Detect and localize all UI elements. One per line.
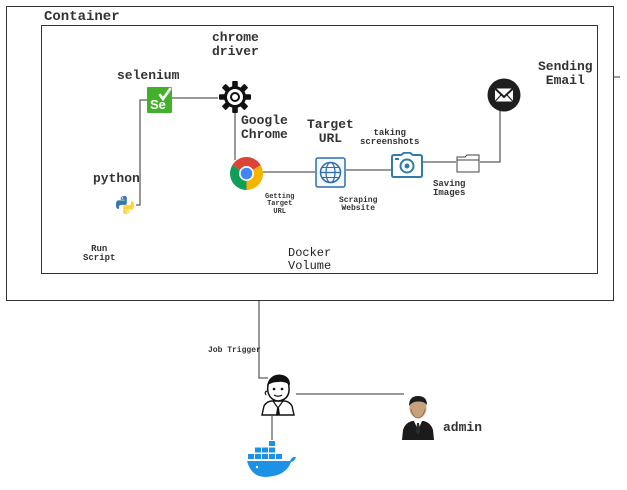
sending-email-label: Sending Email <box>538 59 593 88</box>
container-title: Container <box>44 9 120 25</box>
selenium-icon: Se <box>147 87 172 113</box>
scraping-website-label: Scraping Website <box>339 196 378 214</box>
target-url-label: Target URL <box>307 117 354 146</box>
chromedriver-label: chrome driver <box>212 30 259 59</box>
camera-icon <box>391 151 423 178</box>
taking-screenshots-label: taking screenshots <box>360 128 420 148</box>
chrome-label: Google Chrome <box>241 113 288 142</box>
selenium-label: selenium <box>117 68 180 83</box>
admin-label: admin <box>443 420 483 435</box>
connector-folder-email <box>480 110 501 163</box>
python-icon <box>115 195 135 215</box>
docker-volume-label: Docker Volume <box>288 246 332 273</box>
job-trigger-label: Job Trigger <box>208 346 261 355</box>
jenkins-icon <box>258 372 298 416</box>
docker-icon <box>246 440 298 478</box>
connector-jenkins-container <box>258 301 268 379</box>
email-icon <box>487 78 521 112</box>
connector-python-selenium <box>136 99 148 206</box>
run-script-label: Run Script <box>83 244 116 264</box>
folder-icon <box>456 154 480 173</box>
admin-avatar-icon <box>400 394 436 440</box>
chrome-icon <box>230 157 263 190</box>
docker-volume-frame <box>41 25 598 274</box>
outer-container-frame <box>6 6 614 301</box>
python-label: python <box>93 171 140 186</box>
globe-icon <box>315 157 346 188</box>
selenium-badge-text: Se <box>150 97 166 112</box>
saving-images-label: Saving Images <box>433 179 466 199</box>
getting-target-url-label: Getting Target URL <box>265 193 295 216</box>
gear-icon <box>218 80 252 114</box>
